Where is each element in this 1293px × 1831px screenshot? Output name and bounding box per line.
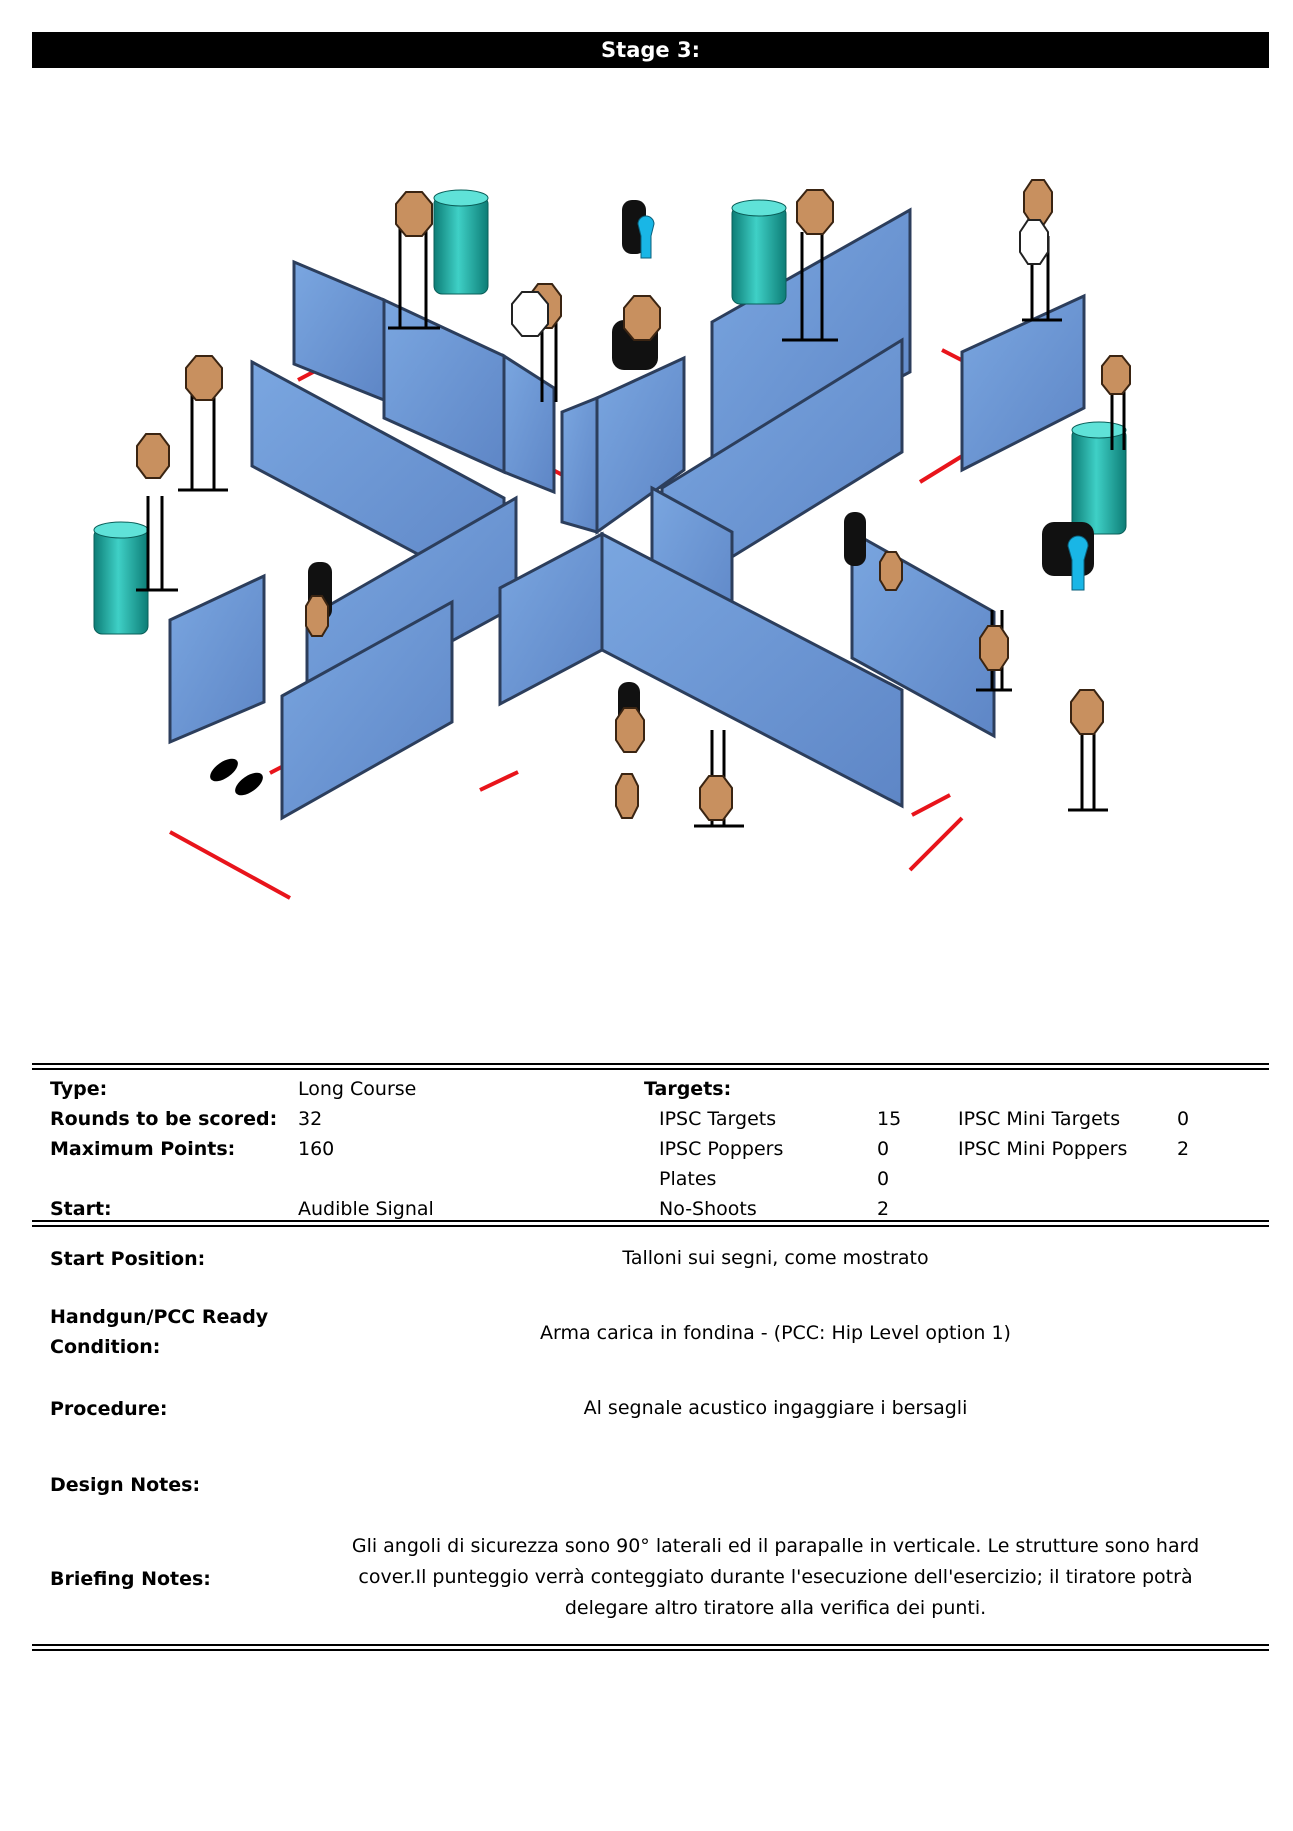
target-type-value: 2 (877, 1198, 890, 1220)
ipsc-target-icon (395, 191, 433, 237)
ipsc-target-icon (623, 295, 661, 341)
briefing-notes-label: Briefing Notes: (50, 1568, 211, 1590)
rounds-label: Rounds to be scored: (50, 1108, 278, 1130)
ipsc-target-icon (699, 775, 733, 821)
procedure-label: Procedure: (50, 1398, 168, 1420)
ipsc-target-icon (879, 551, 903, 591)
ready-condition-label-line1: Handgun/PCC Ready (50, 1306, 269, 1328)
mini-target-label: IPSC Mini Targets (958, 1108, 1121, 1130)
stage-diagram-svg (93, 179, 1131, 900)
bottom-rule (32, 1644, 1269, 1651)
ipsc-targets (136, 179, 1131, 821)
tire-stack-icon (622, 200, 646, 254)
wall-panels (168, 207, 1086, 821)
stage-info: Type: Long Course Rounds to be scored: 3… (32, 1063, 1269, 1651)
summary-section: Type: Long Course Rounds to be scored: 3… (32, 1070, 1269, 1220)
no-shoot-icon (1019, 219, 1049, 265)
briefing-notes-line: cover.Il punteggio verrà conteggiato dur… (358, 1566, 1193, 1588)
procedure-value: Al segnale acustico ingaggiare i bersagl… (583, 1397, 968, 1419)
stage-title: Stage 3: (601, 38, 700, 62)
fault-line (911, 793, 951, 817)
type-value: Long Course (298, 1078, 417, 1100)
barrel-icon (731, 199, 787, 305)
target-type-value: 0 (877, 1168, 890, 1190)
stage-diagram (32, 150, 1269, 930)
ipsc-target-icon (305, 595, 329, 637)
wall-panel (600, 531, 904, 809)
barrel-icon (93, 521, 149, 635)
ready-condition-value: Arma carica in fondina - (PCC: Hip Level… (540, 1322, 1011, 1344)
ipsc-target-icon (615, 773, 639, 819)
start-position-value: Talloni sui segni, come mostrato (622, 1247, 929, 1269)
popper-icon (1067, 535, 1089, 591)
fault-line (908, 816, 964, 872)
fault-line (479, 770, 519, 792)
start-position-label: Start Position: (50, 1248, 206, 1270)
ipsc-target-icon (1070, 689, 1104, 735)
ipsc-target-icon (796, 189, 834, 235)
barrel-icon (433, 189, 489, 295)
type-label: Type: (50, 1078, 108, 1100)
target-type-label: IPSC Targets (659, 1108, 777, 1130)
ipsc-target-icon (136, 433, 170, 479)
target-type-label: Plates (659, 1168, 717, 1190)
target-type-label: No-Shoots (659, 1198, 757, 1220)
briefing-notes-line: Gli angoli di sicurezza sono 90° lateral… (351, 1535, 1200, 1557)
mini-target-value: 0 (1177, 1108, 1190, 1130)
design-notes-label: Design Notes: (50, 1474, 201, 1496)
target-type-label: IPSC Poppers (659, 1138, 784, 1160)
wall-panel (595, 355, 686, 535)
mini-poppers (637, 215, 1089, 591)
no-shoots (511, 219, 1049, 337)
no-shoot-icon (511, 291, 549, 337)
points-value: 160 (298, 1138, 335, 1160)
start-label: Start: (50, 1198, 112, 1220)
mini-target-label: IPSC Mini Poppers (958, 1138, 1128, 1160)
wall-panel (960, 293, 1086, 473)
wall-panel (710, 207, 912, 479)
ipsc-target-icon (979, 625, 1009, 671)
barrel-icon (1071, 421, 1127, 535)
ipsc-target-icon (185, 355, 223, 401)
wall-panel (560, 395, 599, 534)
wall-panel (502, 353, 556, 495)
ipsc-target-icon (1101, 355, 1131, 395)
briefing-notes-line: delegare altro tiratore alla verifica de… (564, 1597, 987, 1619)
start-value: Audible Signal (298, 1198, 434, 1220)
wall-panel (292, 259, 386, 403)
ipsc-target-icon (1023, 179, 1053, 225)
target-type-value: 0 (877, 1138, 890, 1160)
barrels (93, 189, 1127, 635)
tire-stack-icon (844, 512, 866, 566)
ready-condition-label-line2: Condition: (50, 1336, 161, 1358)
footprint-icon (235, 772, 263, 796)
wall-panel (280, 599, 454, 821)
details-section: Start Position: Talloni sui segni, come … (32, 1227, 1269, 1644)
fault-line (169, 830, 291, 900)
targets-label: Targets: (644, 1078, 732, 1100)
popper-icon (637, 215, 655, 259)
footprint-icon (210, 758, 238, 782)
target-type-value: 15 (877, 1108, 902, 1130)
mini-target-value: 2 (1177, 1138, 1190, 1160)
rounds-value: 32 (298, 1108, 323, 1130)
start-footprints (210, 758, 263, 796)
points-label: Maximum Points: (50, 1138, 236, 1160)
stage-title-bar: Stage 3: (32, 32, 1269, 68)
wall-panel (168, 573, 266, 745)
top-rule (32, 1063, 1269, 1070)
middle-rule (32, 1220, 1269, 1227)
ipsc-target-icon (615, 707, 645, 753)
